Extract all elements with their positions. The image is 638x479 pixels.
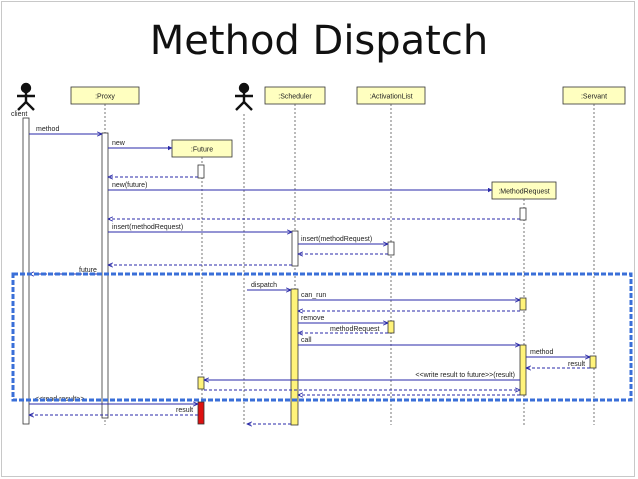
msg-insert-sched-label: insert(methodRequest)	[301, 236, 372, 243]
participant-future: :Future	[171, 139, 233, 158]
activation-scheduler-dispatch	[290, 288, 299, 426]
participant-activation-list: :ActivationList	[356, 86, 426, 105]
participant-scheduler: :Scheduler	[264, 86, 326, 105]
participant-proxy: :Proxy	[70, 86, 140, 105]
activation-activation-list-insert	[387, 241, 395, 256]
actor-client-label: client	[11, 111, 27, 118]
participant-label-proxy: :Proxy	[95, 94, 115, 101]
participant-label-activation-list: :ActivationList	[369, 94, 412, 101]
activation-future-read	[197, 401, 205, 425]
actor-scheduler-caller-icon	[235, 82, 253, 111]
participant-label-future: :Future	[191, 147, 213, 154]
activation-servant-method	[589, 355, 597, 369]
activation-scheduler-insert	[291, 230, 299, 267]
activation-activation-list-remove	[387, 320, 395, 334]
participant-method-request: :MethodRequest	[491, 181, 557, 200]
msg-insert-proxy-label: insert(methodRequest)	[112, 224, 183, 231]
participant-label-method-request: :MethodRequest	[498, 189, 549, 196]
msg-method-label: method	[36, 126, 59, 133]
activation-method-request-call	[519, 344, 527, 396]
activation-future-write	[197, 376, 205, 390]
msg-method-request-return-label: methodRequest	[330, 326, 379, 333]
msg-can-run-label: can_run	[301, 292, 326, 299]
activation-future-create	[197, 164, 205, 179]
msg-dispatch-label: dispatch	[251, 282, 277, 289]
messages	[29, 134, 590, 424]
msg-future-label: future	[79, 267, 97, 274]
msg-new-label: new	[112, 140, 126, 147]
msg-result-client-label: result	[176, 407, 193, 414]
message-labels: method new new(future) insert(methodRequ…	[35, 126, 585, 414]
msg-result-servant-label: result	[568, 361, 585, 368]
dispatch-highlight-box	[11, 272, 633, 402]
activation-client	[22, 117, 30, 425]
msg-call-label: call	[301, 337, 312, 344]
msg-write-result-label: <<write result to future>>(result)	[415, 372, 515, 379]
slide-title: Method Dispatch	[149, 18, 489, 64]
actor-client-icon	[17, 82, 35, 111]
msg-read-result-label: <<read result>>	[35, 396, 84, 403]
msg-method-servant-label: method	[530, 349, 553, 356]
activation-method-request-create	[519, 207, 527, 221]
participant-label-servant: :Servant	[581, 94, 607, 101]
activation-method-request-can-run	[519, 297, 527, 311]
msg-new-future-label: new(future)	[112, 182, 147, 189]
participant-label-scheduler: :Scheduler	[278, 94, 312, 101]
msg-remove-label: remove	[301, 315, 324, 322]
participant-servant: :Servant	[562, 86, 626, 105]
